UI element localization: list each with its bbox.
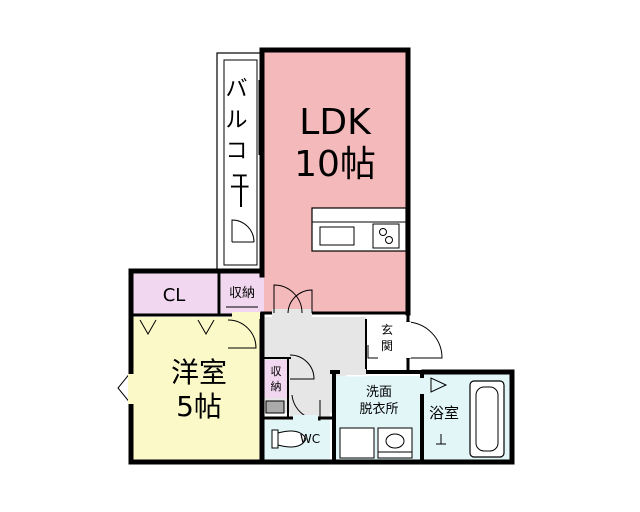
wc-room: WC [264, 394, 330, 462]
bath-label: 浴室 [429, 404, 459, 422]
balcony-char-2: ル [225, 108, 247, 133]
ldk-room: LDK 10帖 [264, 52, 406, 313]
kitchen-sink [319, 226, 355, 246]
ldk-size: 10帖 [294, 144, 376, 185]
closet-label: CL [163, 285, 186, 306]
ldk-name: LDK [299, 102, 372, 143]
western-room-size: 5帖 [176, 390, 222, 423]
western-room: 洋室 5帖 [117, 317, 261, 462]
closet-cl: CL [131, 272, 218, 314]
storage-side-char-2: 納 [271, 380, 282, 393]
stove [372, 223, 400, 249]
entrance-area: 玄 関 [366, 317, 443, 372]
western-room-name: 洋室 [171, 356, 227, 389]
walls [128, 47, 515, 465]
storage-top: 収納 [221, 272, 264, 314]
door-openings [128, 309, 425, 421]
balcony: バ ル コ ニ [216, 52, 265, 272]
toilet-icon [271, 429, 307, 449]
ldk-door [273, 284, 313, 314]
entrance-char-1: 玄 [381, 322, 393, 337]
kitchen-counter [311, 207, 407, 252]
storage-top-label: 収納 [229, 286, 255, 301]
wash-basin [377, 427, 413, 459]
bathroom: 浴室 [424, 373, 510, 462]
washroom-label-1: 洗面 [366, 385, 392, 400]
entrance-char-2: 関 [381, 339, 393, 353]
washing-machine-space [339, 427, 375, 459]
balcony-label-line: バ ル コ ニ [225, 77, 254, 195]
balcony-char-1: バ [225, 77, 247, 102]
washroom-label-2: 脱衣所 [359, 401, 398, 417]
shower-icon [436, 434, 446, 445]
balcony-char-3: コ [225, 139, 247, 164]
storage-side-char-1: 収 [271, 365, 282, 378]
storage-side: 収 納 [264, 354, 315, 414]
wc-label: WC [300, 432, 320, 446]
pipe-space [265, 400, 285, 414]
washroom: 洗面 脱衣所 [336, 373, 422, 462]
